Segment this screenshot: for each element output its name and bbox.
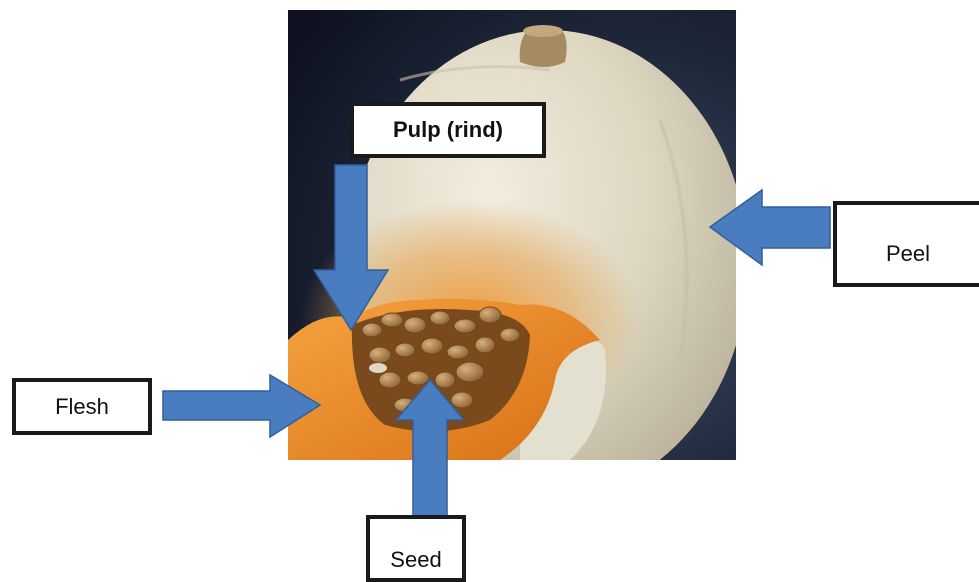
label-peel-text: Peel [886, 241, 930, 267]
label-seed-text: Seed [390, 547, 441, 573]
label-flesh-text: Flesh [55, 394, 109, 420]
label-pulp-text: Pulp (rind) [393, 117, 503, 143]
label-seed: Seed [366, 515, 466, 582]
label-flesh: Flesh [12, 378, 152, 435]
label-peel: Peel [833, 201, 979, 287]
label-pulp-rind: Pulp (rind) [350, 102, 546, 158]
